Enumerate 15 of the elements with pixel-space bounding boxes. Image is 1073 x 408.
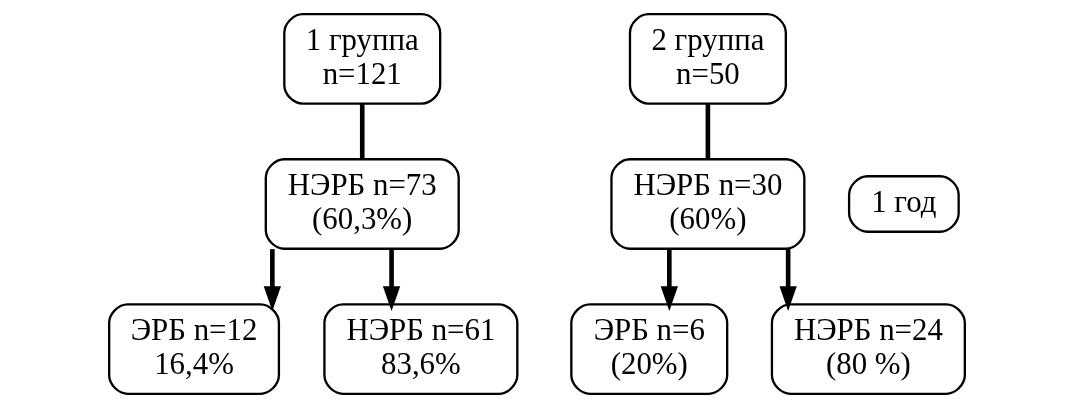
node-box: 1 год — [847, 175, 960, 233]
arrow — [660, 249, 678, 311]
node-box: ЭРБ n=6 (20%) — [569, 303, 728, 395]
connector — [705, 104, 710, 159]
arrow — [382, 249, 400, 311]
connector — [359, 104, 365, 159]
node-box: НЭРБ n=30 (60%) — [609, 158, 805, 250]
node-box: НЭРБ n=24 (80 %) — [770, 303, 966, 395]
node-box: 1 группа n=121 — [282, 13, 441, 105]
arrow — [263, 249, 281, 311]
node-box: НЭРБ n=61 83,6% — [322, 303, 518, 395]
node-box: 2 группа n=50 — [628, 13, 787, 105]
arrow — [778, 249, 797, 311]
node-box: ЭРБ n=12 16,4% — [107, 303, 280, 395]
node-box: НЭРБ n=73 (60,3%) — [264, 158, 460, 250]
